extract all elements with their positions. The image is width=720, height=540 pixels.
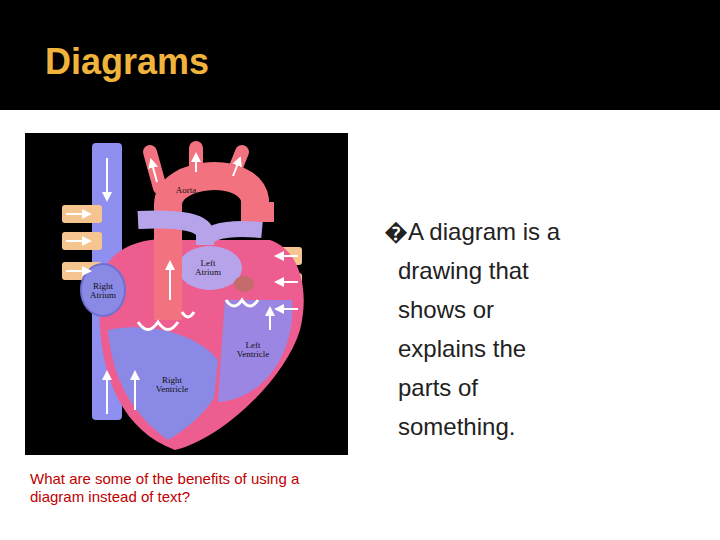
left-ventricle [218,300,292,402]
aorta [150,148,274,320]
part-label: Left Atrium [189,259,227,277]
flow-arrows [66,154,298,414]
part-label: Aorta [165,186,207,195]
right-ventricle [108,327,218,440]
part-label: Left Ventricle [232,341,274,359]
heart-valves [138,300,258,330]
image-ground [25,133,348,455]
part-label: Right Atrium [85,282,121,300]
left-atrium [178,246,242,290]
caption-question: What are some of the benefits of using a… [30,470,330,506]
bullet-text: �A diagram is a drawing that shows or ex… [384,212,580,446]
part-label: Right Ventricle [151,376,193,394]
heart-wall [99,239,303,450]
slide-title: Diagrams [45,40,209,84]
pulmonary-artery [138,220,262,245]
valve [234,276,254,292]
